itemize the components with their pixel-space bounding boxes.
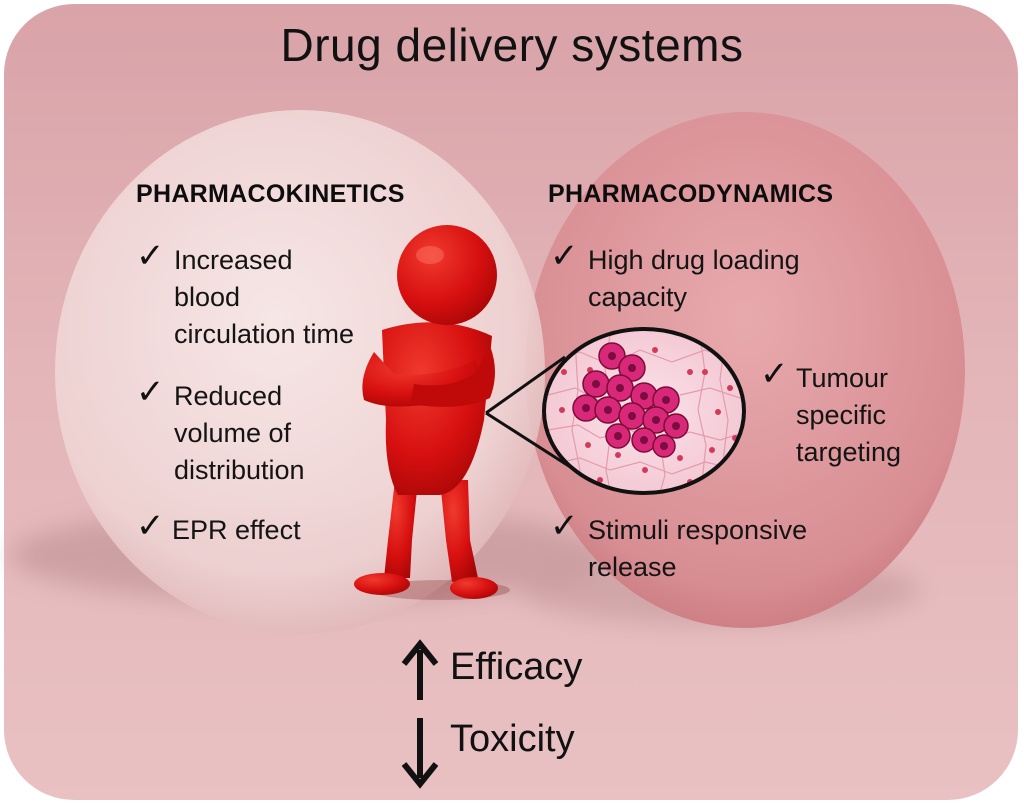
pk-item-volume: Reduced volume of distribution (174, 381, 305, 485)
arrow-down-icon (401, 718, 439, 789)
pharmacodynamics-circle (525, 112, 965, 628)
pd-item-loading: High drug loading capacity (588, 245, 800, 312)
lens-pointer-bottom (485, 411, 576, 472)
pd-item-targeting: Tumour specific targeting (796, 363, 902, 467)
check-icon: ✓ (136, 507, 165, 545)
tumour-tissue-image (542, 327, 746, 495)
red-figure (354, 225, 510, 600)
pharmacodynamics-heading: PHARMACODYNAMICS (548, 180, 834, 208)
toxicity-label: Toxicity (450, 718, 575, 760)
efficacy-label: Efficacy (450, 646, 583, 688)
check-icon: ✓ (550, 237, 579, 275)
check-icon: ✓ (550, 507, 579, 545)
check-icon: ✓ (760, 355, 789, 393)
diagram-title: Drug delivery systems (280, 19, 744, 71)
pharmacokinetics-heading: PHARMACOKINETICS (136, 180, 405, 208)
pd-item-release: Stimuli responsive release (588, 515, 808, 582)
pk-item-circulation: Increased blood circulation time (174, 245, 355, 349)
lens-pointer-top (485, 355, 566, 415)
check-icon: ✓ (136, 373, 165, 411)
arrow-up-icon (401, 639, 439, 700)
check-icon: ✓ (136, 237, 165, 275)
pk-item-epr: EPR effect (172, 515, 301, 545)
